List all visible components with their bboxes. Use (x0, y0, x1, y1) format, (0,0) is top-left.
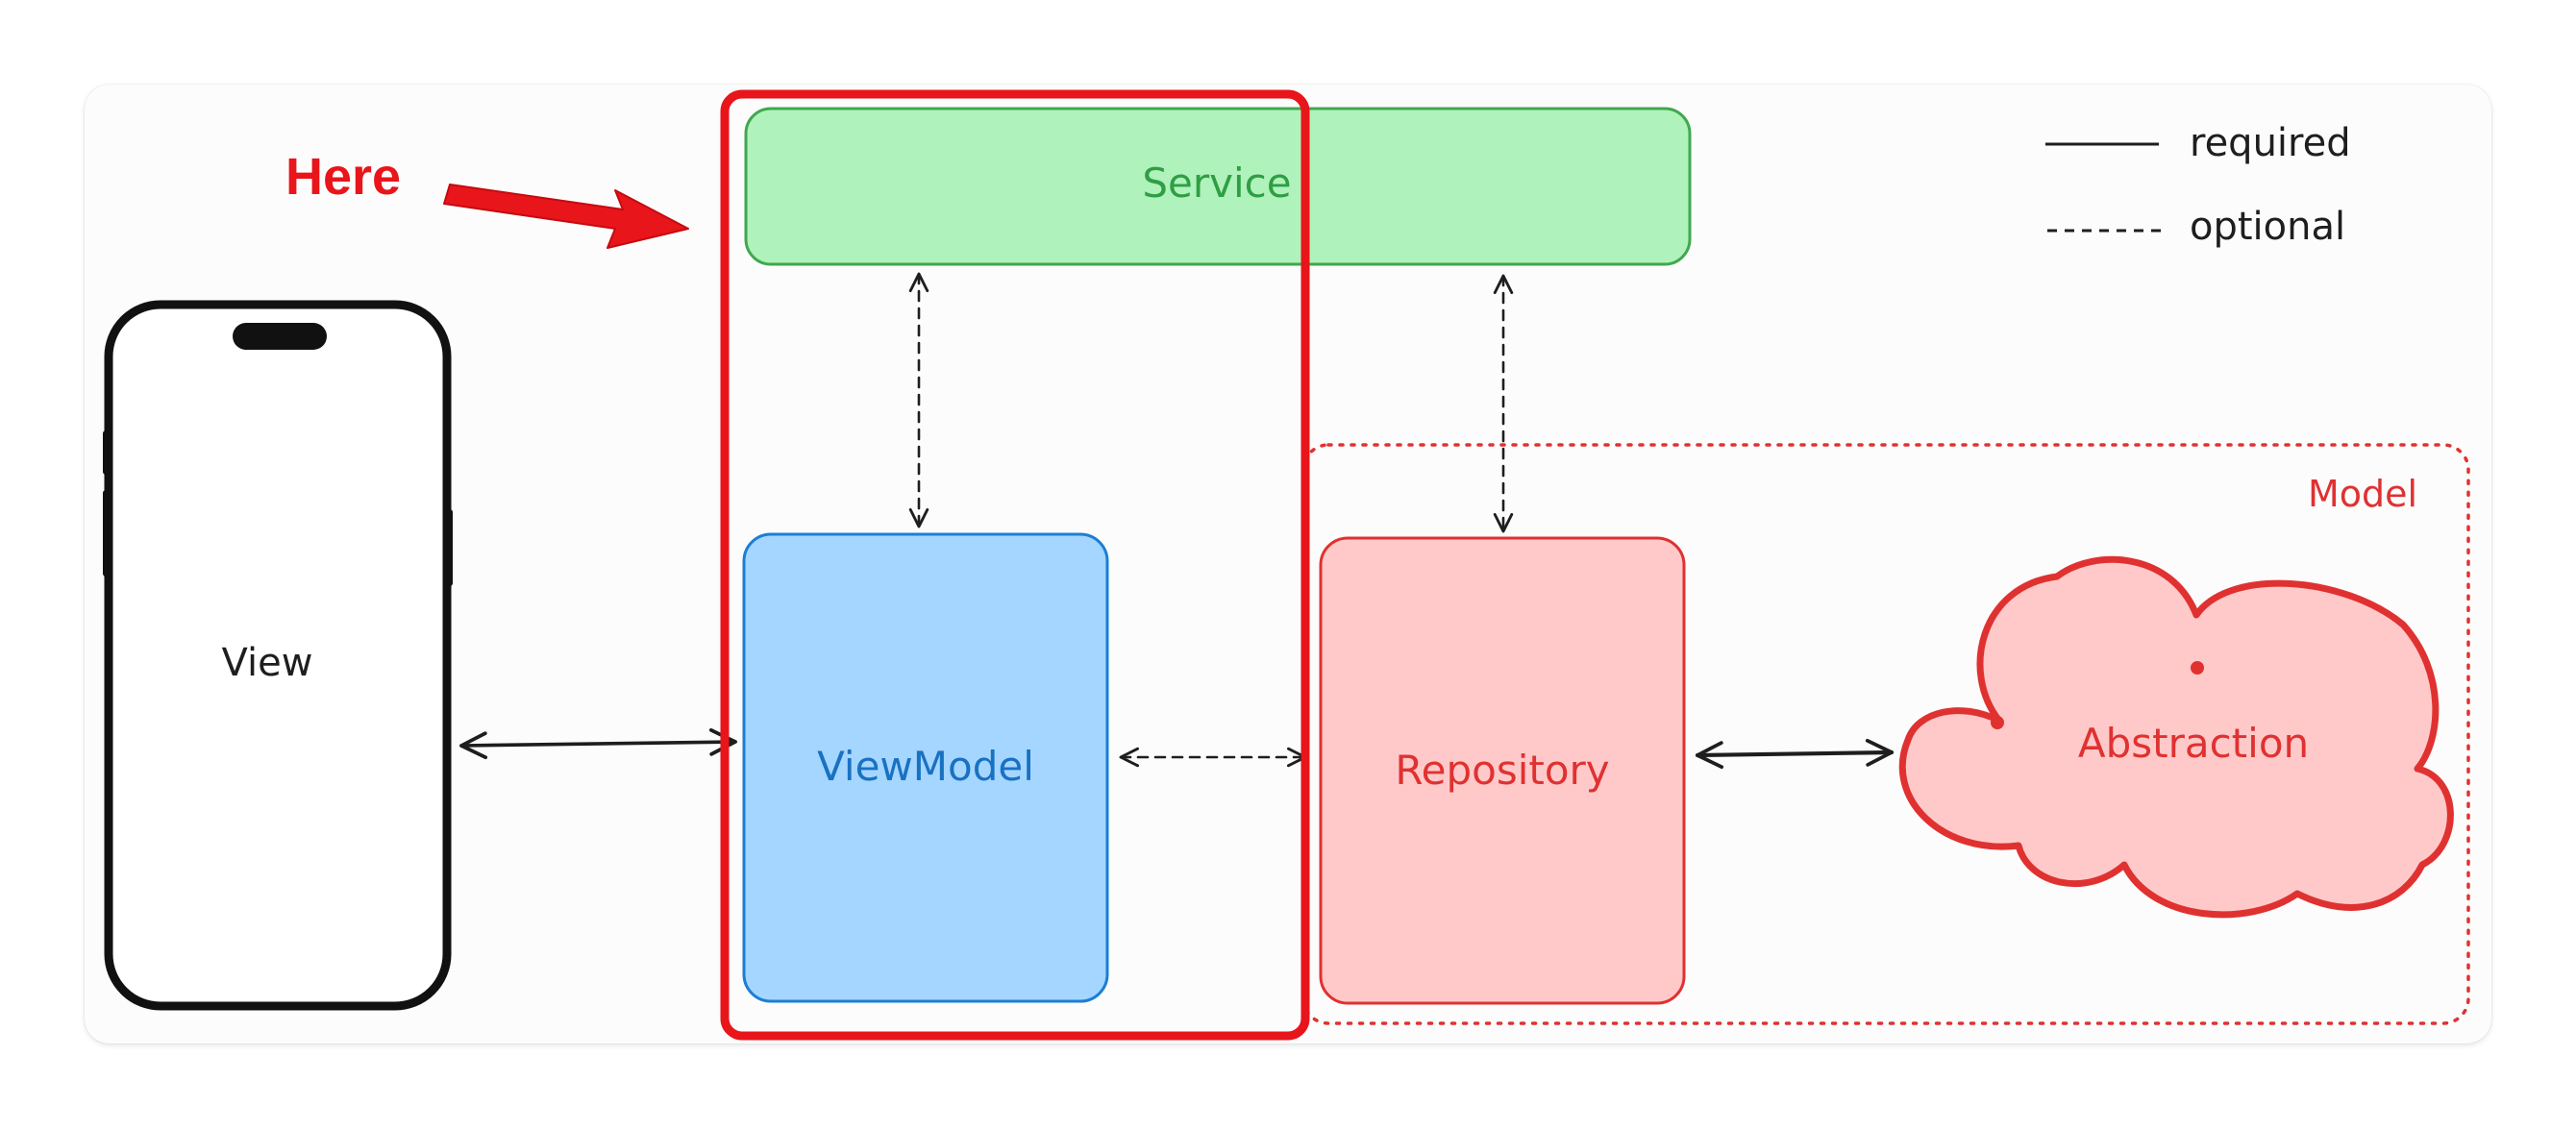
model-group-label: Model (2308, 473, 2417, 515)
legend: required optional (2045, 121, 2351, 249)
repository-node: Repository (1319, 536, 1686, 1005)
abstraction-node: Abstraction (1898, 555, 2454, 919)
service-node: Service (744, 107, 1692, 266)
here-arrow (443, 184, 689, 249)
repository-label: Repository (1395, 747, 1609, 794)
legend-optional-label: optional (2190, 205, 2345, 249)
phone-side-button (103, 490, 109, 577)
view-label: View (222, 641, 313, 685)
here-annotation: Here (285, 147, 689, 249)
legend-required-label: required (2190, 121, 2351, 165)
abstraction-label: Abstraction (2078, 720, 2309, 767)
edge-view-viewmodel (459, 727, 737, 760)
view-node: View (103, 300, 453, 1011)
highlight-box (720, 89, 1310, 1041)
service-label: Service (1142, 160, 1291, 207)
phone-side-button (103, 430, 109, 475)
phone-notch (233, 323, 327, 350)
edges (459, 272, 1895, 770)
phone-side-button (447, 509, 453, 586)
edge-repository-abstraction (1695, 738, 1895, 770)
viewmodel-node: ViewModel (742, 532, 1109, 1003)
here-label: Here (285, 148, 401, 206)
viewmodel-label: ViewModel (817, 743, 1034, 790)
